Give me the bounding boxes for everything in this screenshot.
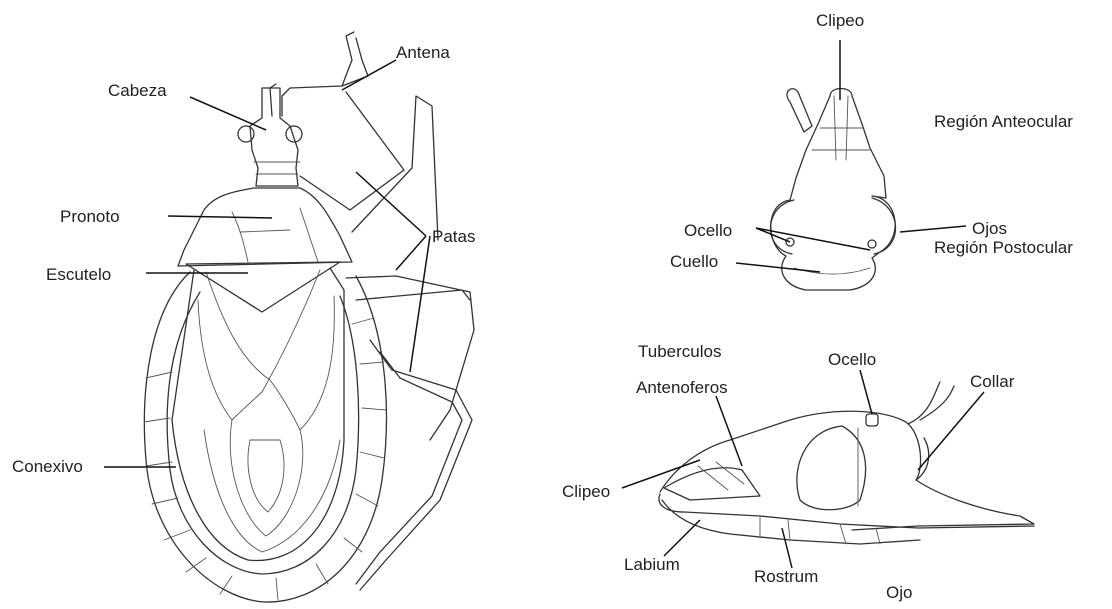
head-lateral-drawing bbox=[659, 382, 1034, 544]
label-pronoto: Pronoto bbox=[60, 207, 120, 226]
label-escutelo: Escutelo bbox=[46, 265, 111, 284]
head-lateral-leader-lines bbox=[622, 370, 984, 568]
leader-ojos bbox=[900, 226, 966, 232]
lateral-eye-drawing bbox=[797, 426, 866, 510]
insect-body-drawing bbox=[144, 32, 474, 602]
leader-cuello bbox=[736, 263, 820, 272]
label-collar: Collar bbox=[970, 372, 1015, 391]
label-antena: Antena bbox=[396, 43, 450, 62]
leader-patas-3 bbox=[410, 236, 430, 372]
scutellum-drawing bbox=[186, 262, 340, 312]
head-lateral-labels: Tuberculos Antenoferos Ocello Collar Cli… bbox=[562, 342, 1015, 602]
leader-rostrum bbox=[782, 528, 792, 568]
leader-patas-2 bbox=[356, 172, 426, 236]
head-dorsal-drawing bbox=[770, 89, 895, 291]
rostrum-drawing bbox=[659, 494, 1034, 544]
leader-pronoto bbox=[168, 216, 272, 218]
pronotum-drawing bbox=[178, 188, 352, 266]
left-eye-drawing bbox=[238, 126, 254, 142]
label-clipeo-dorsal: Clipeo bbox=[816, 11, 864, 30]
dorsal-ocello-right bbox=[868, 240, 876, 248]
legs-drawing bbox=[346, 96, 474, 590]
label-ojos: Ojos bbox=[972, 219, 1007, 238]
antenna-drawing bbox=[270, 32, 404, 210]
label-tuberculos: Tuberculos bbox=[638, 342, 721, 361]
label-ocello-lateral: Ocello bbox=[828, 350, 876, 369]
head-dorsal-leader-lines bbox=[736, 40, 966, 272]
label-rostrum: Rostrum bbox=[754, 567, 818, 586]
leader-antenoferos bbox=[716, 396, 742, 466]
head-dorsal-labels: Clipeo Región Anteocular Ocello Ojos Cue… bbox=[670, 11, 1073, 271]
leader-collar bbox=[918, 392, 984, 470]
label-region-postocular: Región Postocular bbox=[934, 238, 1073, 257]
label-conexivo: Conexivo bbox=[12, 457, 83, 476]
label-cuello: Cuello bbox=[670, 252, 718, 271]
label-ocello-dorsal: Ocello bbox=[684, 221, 732, 240]
lateral-ocello-drawing bbox=[866, 414, 878, 426]
leader-ocello-lateral bbox=[860, 370, 872, 414]
label-region-anteocular: Región Anteocular bbox=[934, 112, 1073, 131]
label-labium: Labium bbox=[624, 555, 680, 574]
wing-drawing bbox=[172, 268, 344, 561]
label-ojo: Ojo bbox=[886, 583, 912, 602]
head-drawing bbox=[250, 88, 298, 186]
label-cabeza: Cabeza bbox=[108, 81, 167, 100]
label-antenoferos: Antenoferos bbox=[636, 378, 728, 397]
leader-clipeo-lateral bbox=[622, 460, 700, 488]
leader-labium bbox=[664, 520, 700, 556]
leader-patas-1 bbox=[396, 236, 426, 270]
label-patas: Patas bbox=[432, 227, 475, 246]
leader-cabeza bbox=[190, 97, 266, 130]
connexivum-drawing bbox=[144, 272, 386, 602]
label-clipeo-lateral: Clipeo bbox=[562, 482, 610, 501]
